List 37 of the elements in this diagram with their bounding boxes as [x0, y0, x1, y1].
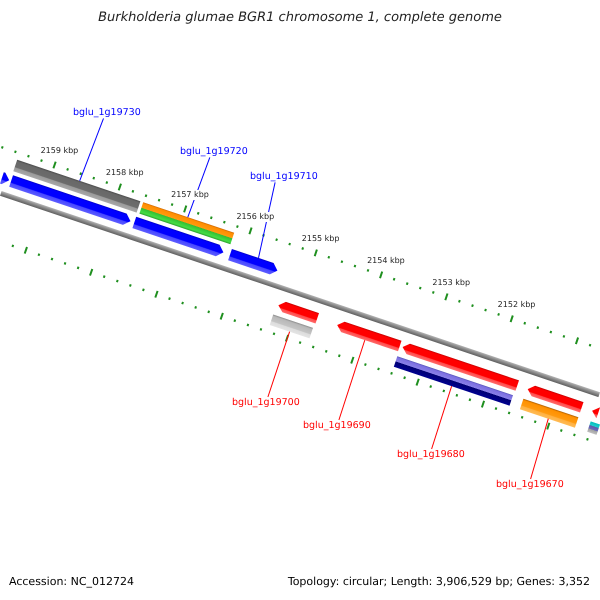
gene-feature — [0, 172, 10, 184]
gene-label: bglu_1g19710 — [250, 171, 318, 182]
gene-feature — [139, 202, 234, 244]
title: Burkholderia glumae BGR1 chromosome 1, complete genome — [98, 10, 502, 26]
scale-label: 2153 kbp — [432, 278, 470, 288]
gene-label: bglu_1g19720 — [180, 146, 248, 158]
scale-label: 2154 kbp — [367, 256, 405, 266]
scale-label: 2159 kbp — [40, 146, 78, 156]
gene-feature — [132, 216, 224, 256]
leader-line — [338, 340, 366, 420]
leader-line — [258, 182, 276, 258]
gene-feature — [402, 344, 519, 391]
scale-label: 2155 kbp — [302, 234, 340, 244]
scale-label: 2152 kbp — [498, 300, 536, 310]
scale-label: 2157 kbp — [171, 190, 209, 200]
gene-feature — [337, 322, 402, 352]
gene-label: bglu_1g19700 — [232, 397, 300, 408]
genome-summary-text: Topology: circular; Length: 3,906,529 bp; Genes: 3,352 — [288, 575, 590, 589]
gene-feature — [394, 356, 513, 406]
gene-feature — [270, 314, 313, 338]
accession-text: Accession: NC_012724 — [9, 575, 134, 589]
gene-feature — [528, 386, 584, 412]
gene-label: bglu_1g19690 — [303, 420, 371, 432]
leader-line — [267, 331, 290, 398]
gene-feature — [9, 175, 130, 225]
gene-label: bglu_1g19680 — [397, 449, 465, 460]
gene-feature — [228, 249, 278, 274]
leader-line — [79, 118, 104, 182]
scale-label: 2158 kbp — [106, 168, 144, 178]
leader-line — [530, 418, 549, 480]
gene-feature — [592, 408, 600, 418]
gene-feature — [587, 421, 600, 435]
leader-line — [431, 386, 452, 450]
gene-label: bglu_1g19670 — [496, 479, 564, 490]
scale-label: 2156 kbp — [236, 212, 274, 222]
gene-label: bglu_1g19730 — [73, 107, 141, 118]
gene-feature — [278, 302, 319, 324]
